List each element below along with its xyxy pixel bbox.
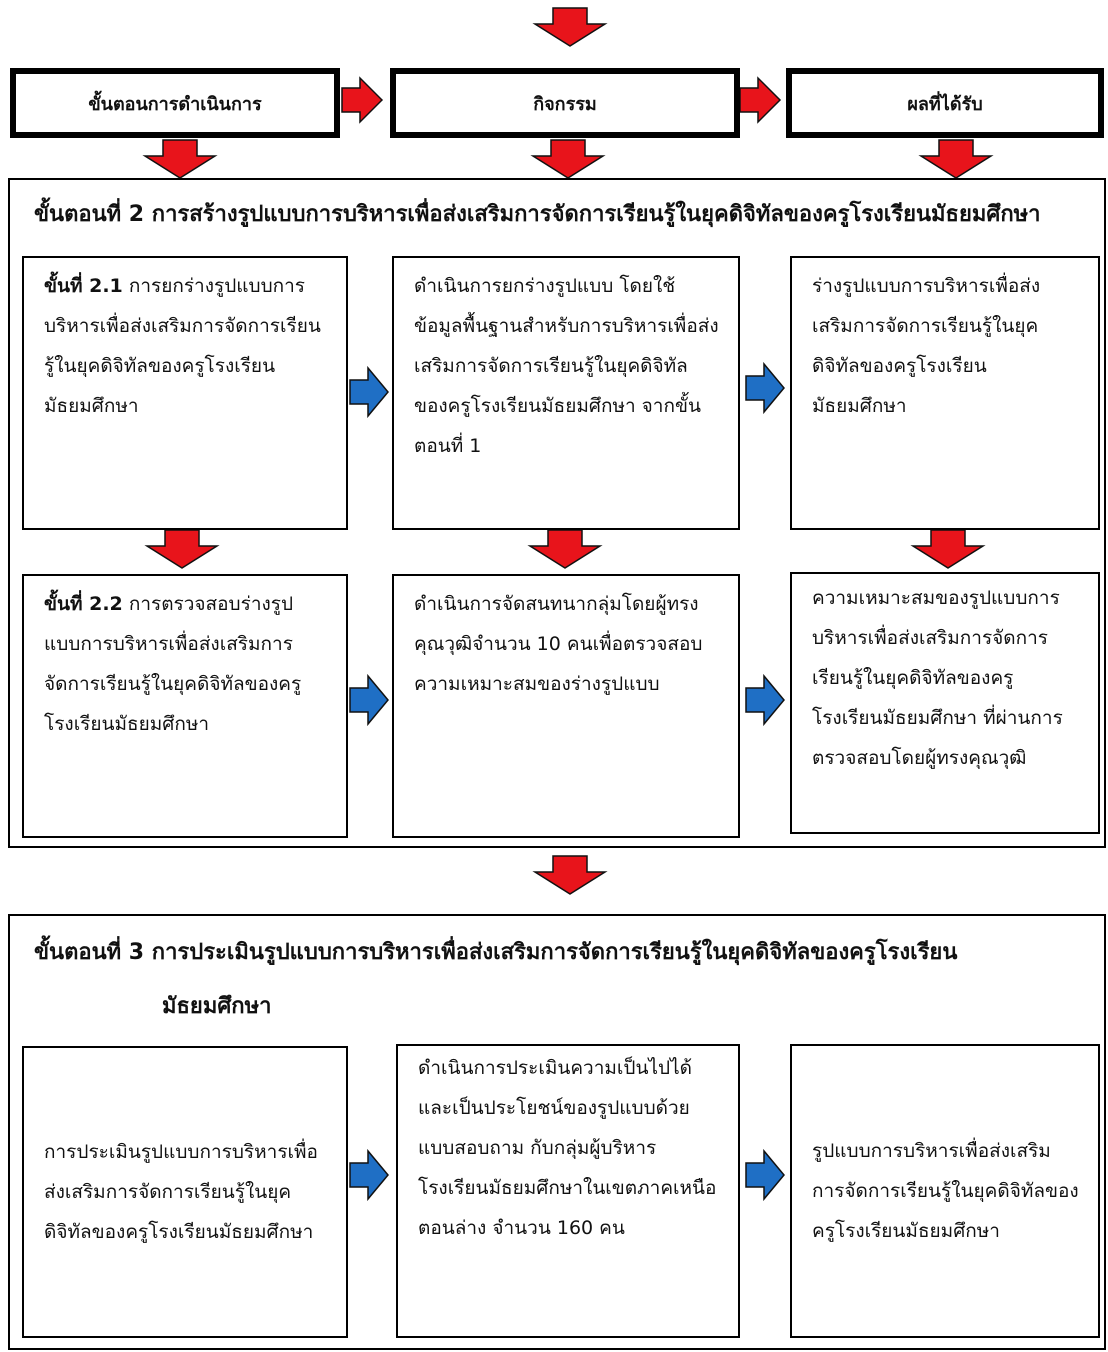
step2-2-activity-text: ดำเนินการจัดสนทนากลุ่มโดยผู้ทรงคุณวุฒิจำ… — [414, 593, 703, 695]
step2-2-result-text: ความเหมาะสมของรูปแบบการบริหารเพื่อส่งเสร… — [812, 587, 1063, 769]
step2-1-procedure-box: ขั้นที่ 2.1 การยกร่างรูปแบบการบริหารเพื่… — [22, 256, 348, 530]
step3-activity-text: ดำเนินการประเมินความเป็นไปได้และเป็นประโ… — [418, 1057, 717, 1239]
step2-1-activity-box: ดำเนินการยกร่างรูปแบบ โดยใช้ข้อมูลพื้นฐา… — [392, 256, 740, 530]
step3-procedure-text: การประเมินรูปแบบการบริหารเพื่อส่งเสริมกา… — [44, 1141, 318, 1243]
step2-section — [8, 178, 1106, 848]
step2-2-label: ขั้นที่ 2.2 — [44, 593, 123, 615]
down-arrow-activity — [532, 139, 604, 179]
header-activity-label: กิจกรรม — [533, 93, 597, 115]
header-result-label: ผลที่ได้รับ — [907, 93, 983, 115]
step2-1-result-box: ร่างรูปแบบการบริหารเพื่อส่งเสริมการจัดกา… — [790, 256, 1100, 530]
right-arrow-header-1 — [341, 77, 383, 123]
step2-2-activity-box: ดำเนินการจัดสนทนากลุ่มโดยผู้ทรงคุณวุฒิจำ… — [392, 574, 740, 838]
down-arrow-procedure — [144, 139, 216, 179]
header-activity: กิจกรรม — [390, 68, 740, 138]
down-arrow-result — [920, 139, 992, 179]
step2-1-text: การยกร่างรูปแบบการบริหารเพื่อส่งเสริมการ… — [44, 275, 321, 417]
step3-title-line2: มัธยมศึกษา — [162, 994, 272, 1019]
step3-section — [8, 914, 1106, 1350]
step2-1-activity-text: ดำเนินการยกร่างรูปแบบ โดยใช้ข้อมูลพื้นฐา… — [414, 275, 719, 457]
step2-title: ขั้นตอนที่ 2 การสร้างรูปแบบการบริหารเพื่… — [34, 202, 1041, 227]
header-result: ผลที่ได้รับ — [786, 68, 1104, 138]
step3-result-box: รูปแบบการบริหารเพื่อส่งเสริมการจัดการเรี… — [790, 1044, 1100, 1338]
step2-2-procedure-box: ขั้นที่ 2.2 การตรวจสอบร่างรูปแบบการบริหา… — [22, 574, 348, 838]
step2-1-label: ขั้นที่ 2.1 — [44, 275, 123, 297]
step3-title-line1: ขั้นตอนที่ 3 การประเมินรูปแบบการบริหารเพ… — [34, 940, 958, 965]
down-arrow-top — [534, 7, 606, 47]
step2-2-text: การตรวจสอบร่างรูปแบบการบริหารเพื่อส่งเสร… — [44, 593, 302, 735]
header-procedure-label: ขั้นตอนการดำเนินการ — [88, 93, 262, 115]
step3-activity-box: ดำเนินการประเมินความเป็นไปได้และเป็นประโ… — [396, 1044, 740, 1338]
step2-1-result-text: ร่างรูปแบบการบริหารเพื่อส่งเสริมการจัดกา… — [812, 275, 1041, 417]
step3-result-text: รูปแบบการบริหารเพื่อส่งเสริมการจัดการเรี… — [812, 1140, 1079, 1242]
right-arrow-header-2 — [739, 77, 781, 123]
header-procedure: ขั้นตอนการดำเนินการ — [10, 68, 340, 138]
step3-procedure-box: การประเมินรูปแบบการบริหารเพื่อส่งเสริมกา… — [22, 1046, 348, 1338]
down-arrow-section — [534, 855, 606, 895]
step2-2-result-box: ความเหมาะสมของรูปแบบการบริหารเพื่อส่งเสร… — [790, 572, 1100, 834]
